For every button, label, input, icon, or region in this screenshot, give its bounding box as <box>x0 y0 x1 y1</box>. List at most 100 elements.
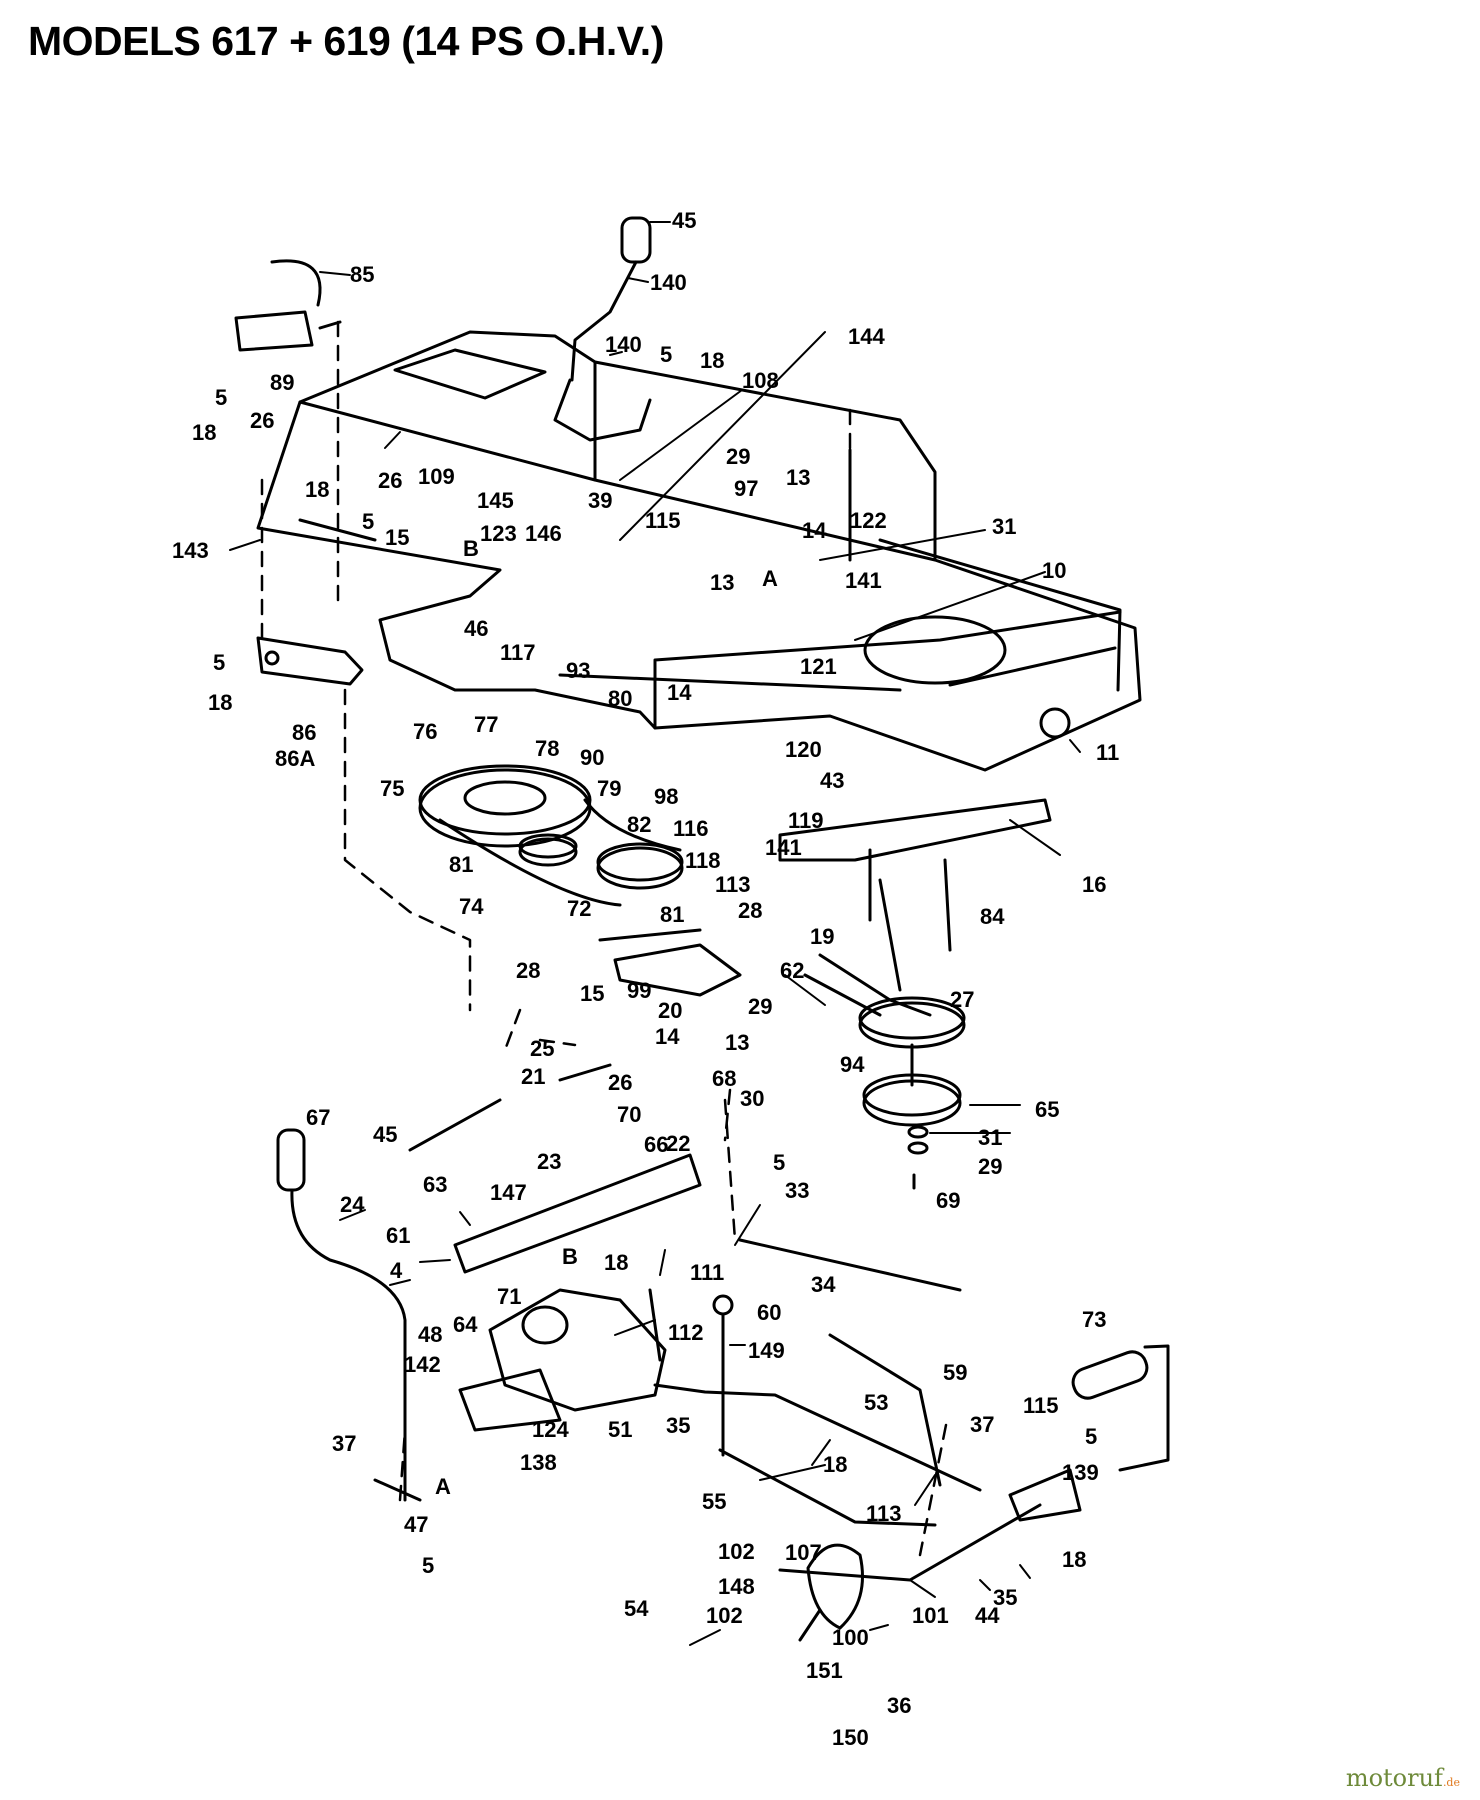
callout: 45 <box>672 208 696 233</box>
callout: 120 <box>785 737 822 762</box>
callout: 28 <box>516 958 540 983</box>
callout: 15 <box>580 981 604 1006</box>
callout: 28 <box>738 898 762 923</box>
callout: 27 <box>950 987 974 1012</box>
callout: 31 <box>992 514 1016 539</box>
callout: 74 <box>459 894 484 919</box>
callout: 18 <box>823 1452 847 1477</box>
callout: 54 <box>624 1596 649 1621</box>
callout: 16 <box>1082 872 1106 897</box>
callout: 115 <box>645 508 681 533</box>
leader-lines <box>229 221 1081 1646</box>
callout: 21 <box>521 1064 545 1089</box>
steering-column-upper <box>553 216 652 442</box>
callout: 5 <box>213 650 225 675</box>
callout: 107 <box>785 1540 822 1565</box>
engine-pulley <box>803 858 966 1190</box>
callout: 5 <box>422 1553 434 1578</box>
assembly-guides <box>260 320 948 1557</box>
callout: 148 <box>718 1574 755 1599</box>
callout: 75 <box>380 776 404 801</box>
callout: 26 <box>250 408 274 433</box>
callout: 44 <box>975 1603 1000 1628</box>
callout: 67 <box>306 1105 330 1130</box>
callout: 37 <box>970 1412 994 1437</box>
callout: 102 <box>718 1539 755 1564</box>
callout: 121 <box>800 654 837 679</box>
brake-drum <box>798 1543 864 1642</box>
callout: 30 <box>740 1086 764 1111</box>
transmission <box>458 1288 667 1432</box>
callout: A <box>435 1474 451 1499</box>
callout: 36 <box>887 1693 911 1718</box>
callout: 73 <box>1082 1307 1106 1332</box>
callout: 147 <box>490 1180 527 1205</box>
callout: 108 <box>742 368 779 393</box>
callout: 113 <box>866 1501 902 1526</box>
callout: 18 <box>604 1250 628 1275</box>
callout: 18 <box>208 690 232 715</box>
callout: 18 <box>1062 1547 1086 1572</box>
callout: 85 <box>350 262 374 287</box>
callout: 35 <box>666 1413 690 1438</box>
callout: 5 <box>773 1150 785 1175</box>
callout: 51 <box>608 1417 632 1442</box>
callout: 76 <box>413 719 437 744</box>
callout: 39 <box>588 488 612 513</box>
watermark-suffix: .de <box>1442 1776 1460 1789</box>
callout: 20 <box>658 998 682 1023</box>
callout: 143 <box>172 538 209 563</box>
callout: 70 <box>617 1102 641 1127</box>
brake-rods <box>653 1238 1042 1582</box>
callout: 142 <box>404 1352 441 1377</box>
callout: 115 <box>1023 1393 1059 1418</box>
frame-body <box>256 330 1142 772</box>
callout: 77 <box>474 712 498 737</box>
callout: 149 <box>748 1338 785 1363</box>
callout: 5 <box>1085 1424 1097 1449</box>
callout: 13 <box>786 465 810 490</box>
callout: 29 <box>726 444 750 469</box>
callout: 122 <box>850 508 887 533</box>
callout: 29 <box>748 994 772 1019</box>
callout: 90 <box>580 745 604 770</box>
callout: 55 <box>702 1489 726 1514</box>
callout: B <box>562 1244 578 1269</box>
callout: 116 <box>673 816 709 841</box>
plate-33 <box>408 1063 702 1274</box>
callout: 145 <box>477 488 514 513</box>
callout: 117 <box>500 640 536 665</box>
callout: A <box>762 566 778 591</box>
callout: 25 <box>530 1036 554 1061</box>
rail-16 <box>778 798 1052 922</box>
callout: B <box>463 536 479 561</box>
callout: 46 <box>464 616 488 641</box>
callout: 69 <box>936 1188 960 1213</box>
callout: 45 <box>373 1122 397 1147</box>
watermark-brand: motoruf <box>1345 1764 1443 1792</box>
callout: 80 <box>608 686 632 711</box>
callout: 4 <box>390 1258 403 1283</box>
bracket-86 <box>256 636 364 686</box>
callout: 101 <box>912 1603 949 1628</box>
callout: 139 <box>1062 1460 1099 1485</box>
callout: 78 <box>535 736 559 761</box>
callout: 13 <box>710 570 734 595</box>
callout: 144 <box>848 324 885 349</box>
callout: 19 <box>810 924 834 949</box>
callout: 11 <box>1096 740 1119 765</box>
callout: 100 <box>832 1625 869 1650</box>
callout: 109 <box>418 464 455 489</box>
callout: 151 <box>806 1658 843 1683</box>
watermark-logo: motoruf.de <box>1346 1764 1460 1792</box>
callout: 33 <box>785 1178 809 1203</box>
callout: 14 <box>655 1024 680 1049</box>
callout: 14 <box>802 518 827 543</box>
callout: 94 <box>840 1052 865 1077</box>
callout: 86A <box>275 746 315 771</box>
callout: 89 <box>270 370 294 395</box>
callout: 150 <box>832 1725 869 1750</box>
callout: 18 <box>305 477 329 502</box>
callout: 26 <box>608 1070 632 1095</box>
